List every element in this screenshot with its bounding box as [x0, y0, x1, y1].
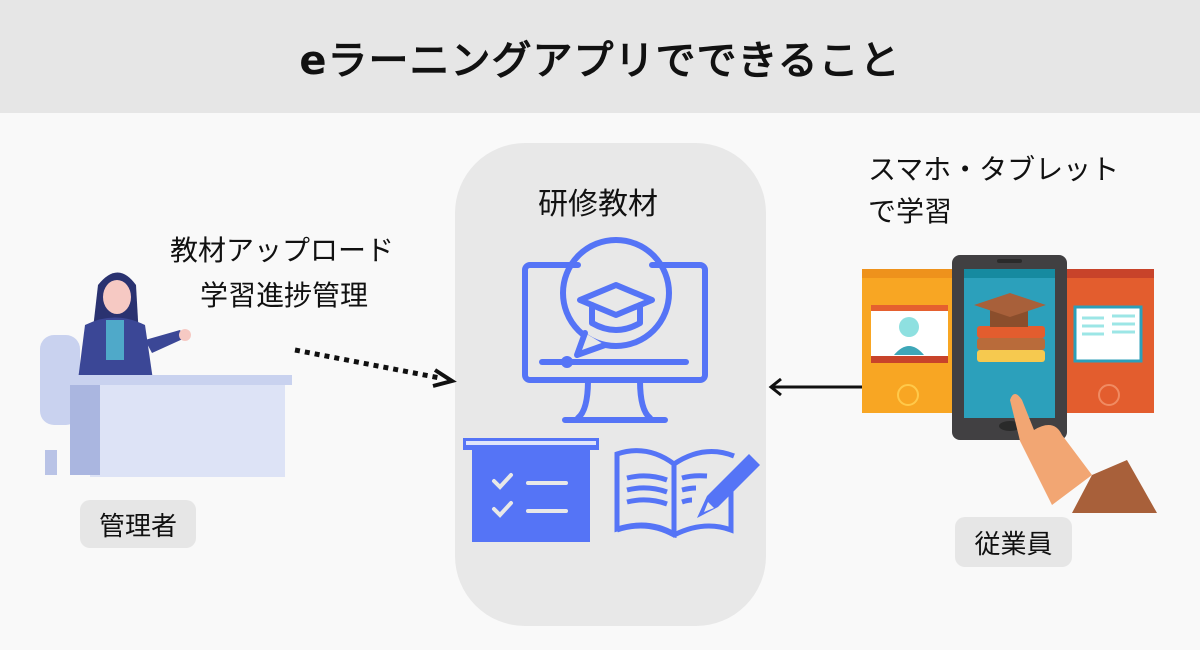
panel-title: 研修教材 — [538, 187, 658, 222]
employee-badge: 従業員 — [955, 517, 1072, 567]
training-materials-panel — [455, 143, 766, 626]
online-course-monitor-icon — [522, 237, 708, 423]
admin-feature-line1: 教材アップロード — [170, 234, 395, 267]
employee-feature-line1: スマホ・タブレット — [868, 153, 1120, 186]
employee-feature-line2: で学習 — [868, 195, 953, 228]
admin-feature-line2: 学習進捗管理 — [200, 279, 369, 312]
page-title: eラーニングアプリでできること — [299, 37, 901, 84]
open-book-pencil-icon — [614, 448, 760, 538]
upload-arrow — [294, 347, 457, 388]
checklist-board-icon — [463, 438, 599, 542]
learning-arrow — [768, 377, 863, 397]
smartphone-tablet-illustration — [862, 255, 1157, 513]
header-bar: eラーニングアプリでできること — [0, 0, 1200, 113]
admin-badge: 管理者 — [80, 500, 196, 548]
administrator-illustration — [40, 272, 292, 477]
